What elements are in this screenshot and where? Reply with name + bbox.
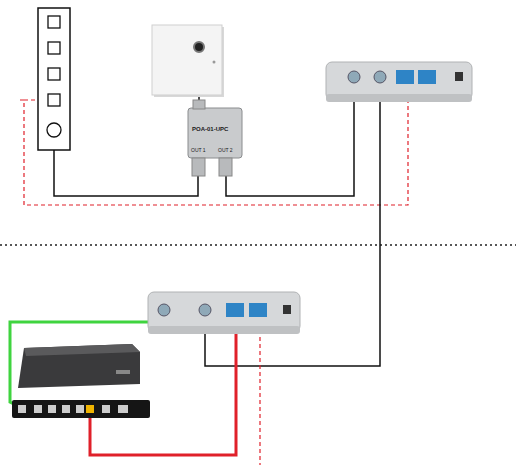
- panel-socket: [48, 68, 60, 80]
- modem-port: [18, 405, 26, 413]
- coax-port: [199, 304, 211, 316]
- green-coax-wire: [10, 322, 160, 408]
- outlet-coax-port: [194, 42, 204, 52]
- adapter-base: [148, 326, 300, 334]
- part-label: POA-01-UPC: [192, 126, 228, 132]
- modem-port: [34, 405, 42, 413]
- splitter-output: [219, 158, 232, 176]
- ethernet-port: [396, 70, 414, 84]
- ethernet-port: [418, 70, 436, 84]
- panel-socket: [48, 16, 60, 28]
- adapter-base: [326, 94, 472, 102]
- coax-splitter: [188, 108, 242, 158]
- coax-port: [348, 71, 360, 83]
- modem-port: [62, 405, 70, 413]
- modem: [12, 400, 150, 418]
- panel-socket: [48, 94, 60, 106]
- power-port: [283, 305, 291, 314]
- part-label: OUT 2: [218, 148, 233, 153]
- panel-socket: [48, 42, 60, 54]
- panel-coax-socket: [47, 123, 61, 137]
- dashed-ethernet-wire: [20, 92, 408, 205]
- ethernet-port: [249, 303, 267, 317]
- ethernet-port: [226, 303, 244, 317]
- coax-port: [374, 71, 386, 83]
- dashed-ethernet-wire: [259, 330, 260, 465]
- modem-port: [118, 405, 128, 413]
- tv-box: [18, 344, 140, 388]
- modem-port: [102, 405, 110, 413]
- wall-panel: [38, 8, 70, 150]
- splitter-input: [193, 100, 205, 109]
- wall-outlet: [152, 25, 222, 95]
- tv-box-light: [116, 370, 130, 374]
- part-label: OUT 1: [191, 148, 206, 153]
- modem-port: [76, 405, 84, 413]
- coax-port: [158, 304, 170, 316]
- outlet-screw: [213, 61, 216, 64]
- modem-port: [48, 405, 56, 413]
- modem-yellow-port: [86, 405, 94, 413]
- floor-divider: [0, 244, 516, 246]
- splitter-output: [192, 158, 205, 176]
- coax-wire: [54, 137, 198, 196]
- power-port: [455, 72, 463, 81]
- tv-box-top: [24, 344, 140, 356]
